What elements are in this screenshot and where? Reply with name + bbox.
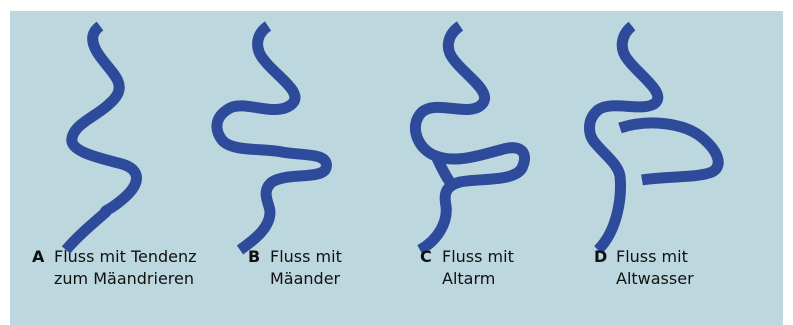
river-d: [590, 26, 658, 250]
caption-text-c: Fluss mit Altarm: [442, 246, 514, 290]
caption-d-line1: Fluss mit: [616, 246, 694, 268]
caption-text-b: Fluss mit Mäander: [270, 246, 342, 290]
caption-letter-d: D: [594, 246, 607, 268]
caption-c-line2: Altarm: [442, 268, 514, 290]
caption-a-line2: zum Mäandrieren: [54, 268, 197, 290]
oxbow-lake-d: [620, 123, 718, 180]
river-b: [217, 26, 326, 250]
caption-a-line1: Fluss mit Tendenz: [54, 246, 197, 268]
caption-b-line1: Fluss mit: [270, 246, 342, 268]
caption-text-a: Fluss mit Tendenz zum Mäandrieren: [54, 246, 197, 290]
caption-letter-b: B: [248, 246, 260, 268]
caption-letter-a: A: [32, 246, 44, 268]
caption-c-line1: Fluss mit: [442, 246, 514, 268]
river-a: [66, 26, 137, 250]
caption-text-d: Fluss mit Altwasser: [616, 246, 694, 290]
caption-d-line2: Altwasser: [616, 268, 694, 290]
caption-letter-c: C: [420, 246, 432, 268]
river-c: [415, 26, 524, 250]
caption-b-line2: Mäander: [270, 268, 342, 290]
